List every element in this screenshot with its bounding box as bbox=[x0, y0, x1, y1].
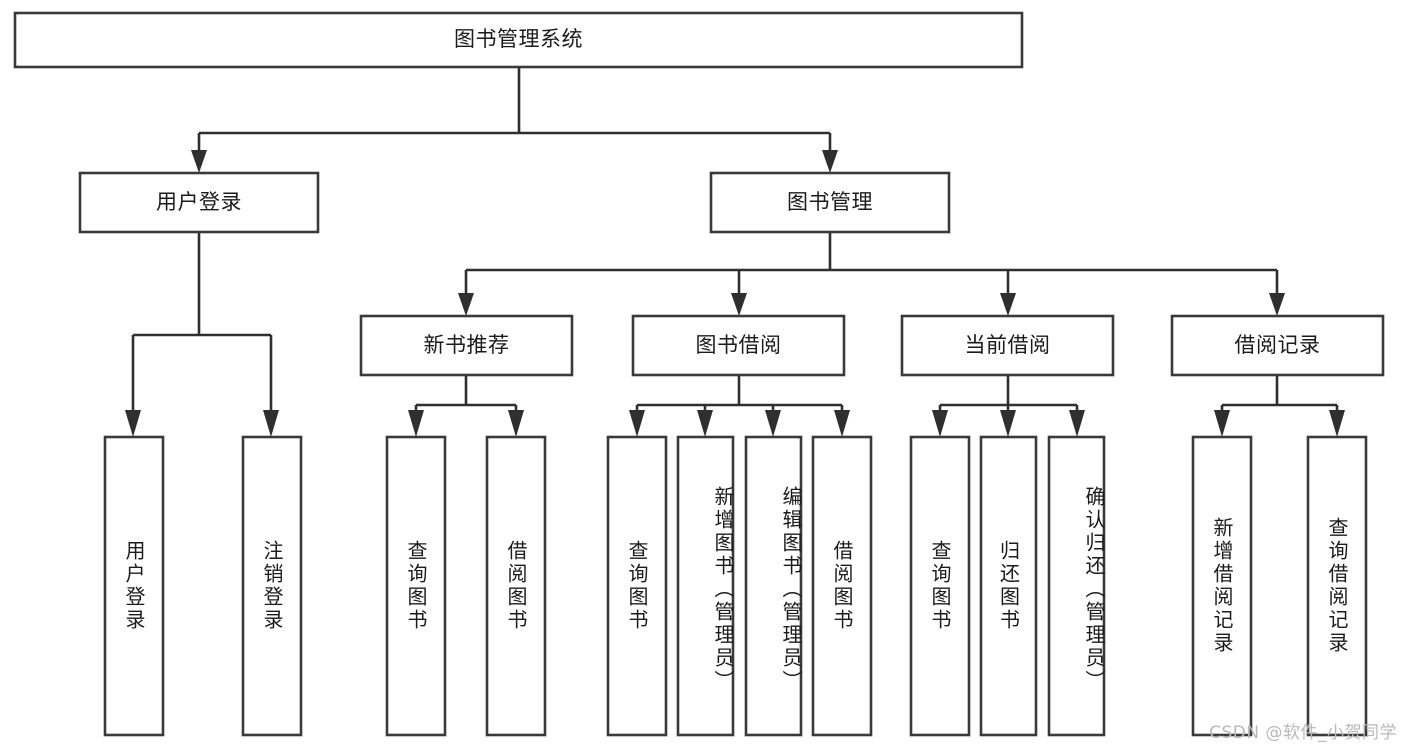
leaf-box-bb-edit-book[interactable] bbox=[744, 435, 803, 737]
arrow-head-book-manage bbox=[822, 150, 838, 173]
csdn-watermark: CSDN @软件_小贺同学 bbox=[1209, 723, 1397, 743]
arrow-head-current-borrow bbox=[1000, 293, 1016, 316]
arrow-head-nb-leaf-1 bbox=[408, 410, 424, 437]
arrow-head-nb-leaf-2 bbox=[508, 410, 524, 437]
node-box-book-borrow[interactable] bbox=[631, 314, 846, 377]
leaf-box-br-add-record[interactable] bbox=[1191, 435, 1253, 737]
leaf-box-nb-query-book[interactable] bbox=[385, 435, 447, 737]
leaf-box-br-query-record[interactable] bbox=[1306, 435, 1368, 737]
arrow-head-bb-leaf-2 bbox=[697, 410, 713, 437]
leaf-box-bb-query-book[interactable] bbox=[606, 435, 668, 737]
arrow-head-br-leaf-1 bbox=[1214, 410, 1230, 437]
leaf-box-user-login[interactable] bbox=[103, 435, 165, 737]
node-box-book-manage[interactable] bbox=[709, 171, 951, 234]
leaf-box-cb-query-book[interactable] bbox=[909, 435, 971, 737]
arrow-head-br-leaf-2 bbox=[1329, 410, 1345, 437]
leaf-box-cb-return-book[interactable] bbox=[979, 435, 1038, 737]
node-box-user-login[interactable] bbox=[78, 171, 320, 234]
arrow-head-cb-leaf-1 bbox=[932, 410, 948, 437]
arrow-head-cb-leaf-2 bbox=[1000, 410, 1016, 437]
arrow-head-new-book bbox=[458, 293, 474, 316]
leaf-box-bb-add-book[interactable] bbox=[676, 435, 735, 737]
node-box-group bbox=[13, 11, 1385, 737]
arrow-head-user-login bbox=[191, 150, 207, 173]
arrow-head-leaf-logout bbox=[263, 410, 279, 437]
node-box-borrow-record[interactable] bbox=[1170, 314, 1385, 377]
arrow-head-cb-leaf-3 bbox=[1069, 410, 1085, 437]
connector-group bbox=[125, 67, 1345, 437]
arrow-head-bb-leaf-1 bbox=[629, 410, 645, 437]
leaf-box-nb-borrow-book[interactable] bbox=[485, 435, 547, 737]
node-box-new-book-recommend[interactable] bbox=[359, 314, 574, 377]
leaf-box-cb-confirm-return[interactable] bbox=[1047, 435, 1106, 737]
arrow-head-leaf-user-login bbox=[125, 410, 141, 437]
arrow-head-bb-leaf-4 bbox=[834, 410, 850, 437]
node-box-current-borrow[interactable] bbox=[900, 314, 1115, 377]
arrow-head-borrow-record bbox=[1269, 293, 1285, 316]
leaf-box-bb-borrow-book[interactable] bbox=[811, 435, 873, 737]
node-box-root[interactable] bbox=[13, 11, 1024, 69]
arrow-head-bb-leaf-3 bbox=[765, 410, 781, 437]
arrow-head-book-borrow bbox=[731, 293, 747, 316]
leaf-box-logout[interactable] bbox=[241, 435, 303, 737]
